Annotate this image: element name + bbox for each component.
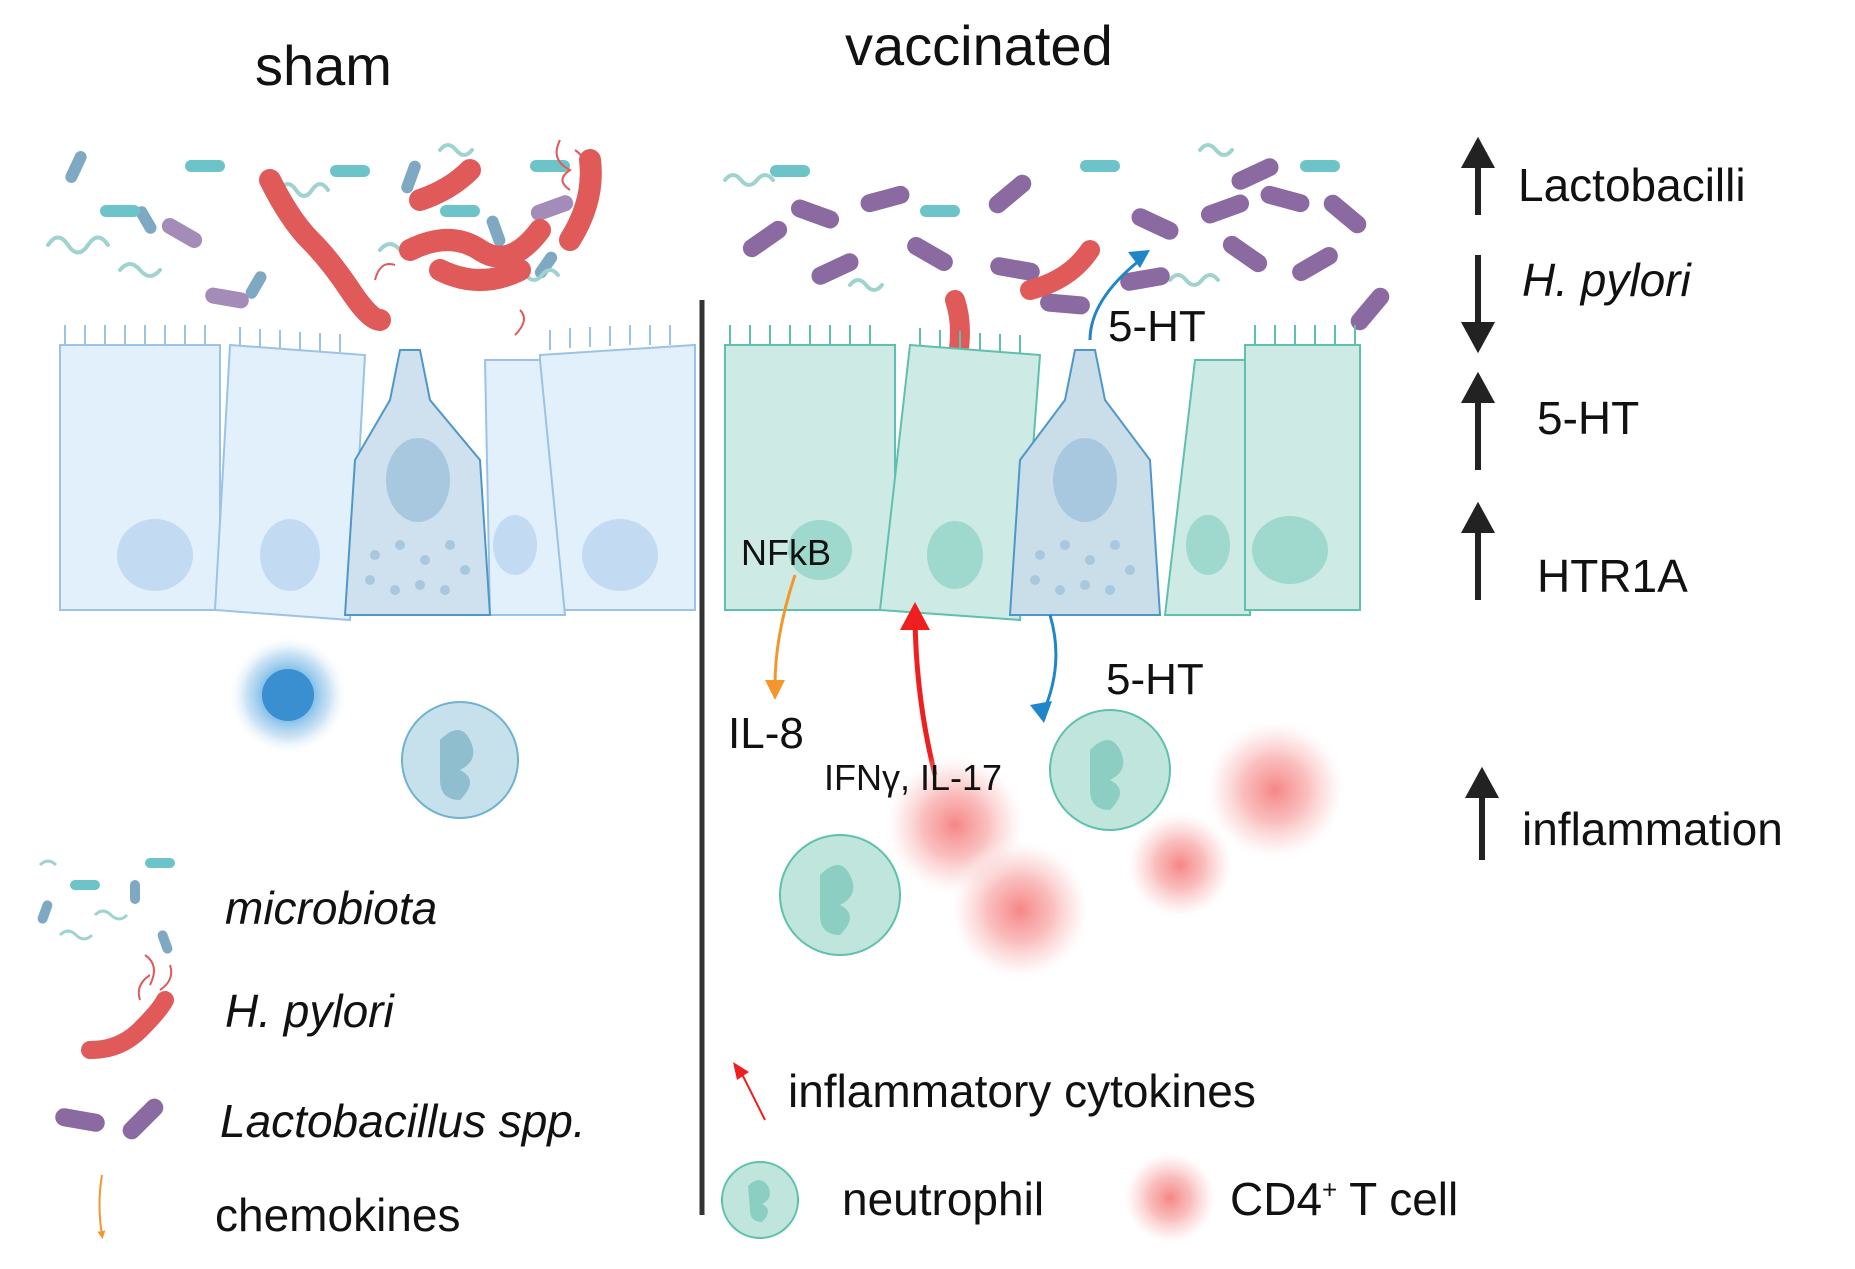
sham-immune-cell-glow (228, 635, 348, 755)
sham-h-pylori-cluster (259, 149, 602, 331)
serotonin-tissue-arrow (1040, 614, 1058, 716)
sham-microbiota-layer (46, 139, 602, 336)
legend-inflammatory-cytokines-label: inflammatory cytokines (788, 1065, 1256, 1117)
change-label-serotonin: 5-HT (1537, 392, 1640, 444)
legend-t-cell-icon (1122, 1150, 1218, 1246)
vaccinated-neutrophils (779, 709, 1171, 956)
legend-chemokines-label: chemokines (215, 1189, 461, 1241)
legend-cd4-t-cell-label: CD4+ T cell (1230, 1176, 1458, 1222)
serotonin-lumen-arrow (1088, 258, 1141, 341)
cd4-superscript: + (1322, 1174, 1338, 1205)
vaccinated-nuclei (788, 438, 1328, 589)
change-label-htr1a: HTR1A (1537, 550, 1688, 602)
sham-neutrophil (401, 701, 519, 819)
legend-cytokine-arrow (739, 1069, 766, 1121)
change-label-inflammation: inflammation (1522, 803, 1783, 855)
legend-lactobacillus-label: Lactobacillus spp. (220, 1095, 586, 1147)
vaccinated-t-cells (883, 718, 1347, 982)
legend-neutrophil-label: neutrophil (842, 1173, 1045, 1225)
sham-nuclei (117, 438, 658, 591)
vaccinated-lactobacillus-cluster (742, 158, 1390, 331)
serotonin-tissue-label: 5-HT (1106, 655, 1204, 704)
serotonin-lumen-label: 5-HT (1108, 302, 1206, 351)
sham-panel-title: sham (255, 34, 392, 97)
cytokine-label: IFNγ, IL-17 (824, 757, 1003, 798)
cytokine-arrow (912, 609, 938, 776)
legend-microbiota-icon (37, 858, 175, 954)
vaccinated-panel-title: vaccinated (845, 14, 1113, 77)
legend-chemokine-arrow (97, 1174, 106, 1239)
cd4-suffix: T cell (1337, 1173, 1459, 1225)
change-label-lactobacilli: Lactobacilli (1518, 159, 1746, 211)
legend-microbiota-label: microbiota (225, 882, 438, 934)
legend-h-pylori-icon (81, 954, 174, 1059)
il8-label: IL-8 (728, 709, 804, 758)
change-arrows (1460, 136, 1500, 860)
cd4-text: CD4 (1230, 1173, 1323, 1225)
vaccinated-microbiota-layer (723, 143, 1390, 380)
change-label-h-pylori: H. pylori (1522, 254, 1691, 306)
legend-neutrophil-icon (721, 1161, 799, 1239)
chemokine-arrow (773, 574, 797, 686)
legend-lactobacillus-icon (55, 1098, 164, 1140)
nfkb-label: NFkB (741, 532, 831, 573)
legend-h-pylori-label: H. pylori (225, 985, 394, 1037)
sham-epithelium (59, 343, 696, 622)
